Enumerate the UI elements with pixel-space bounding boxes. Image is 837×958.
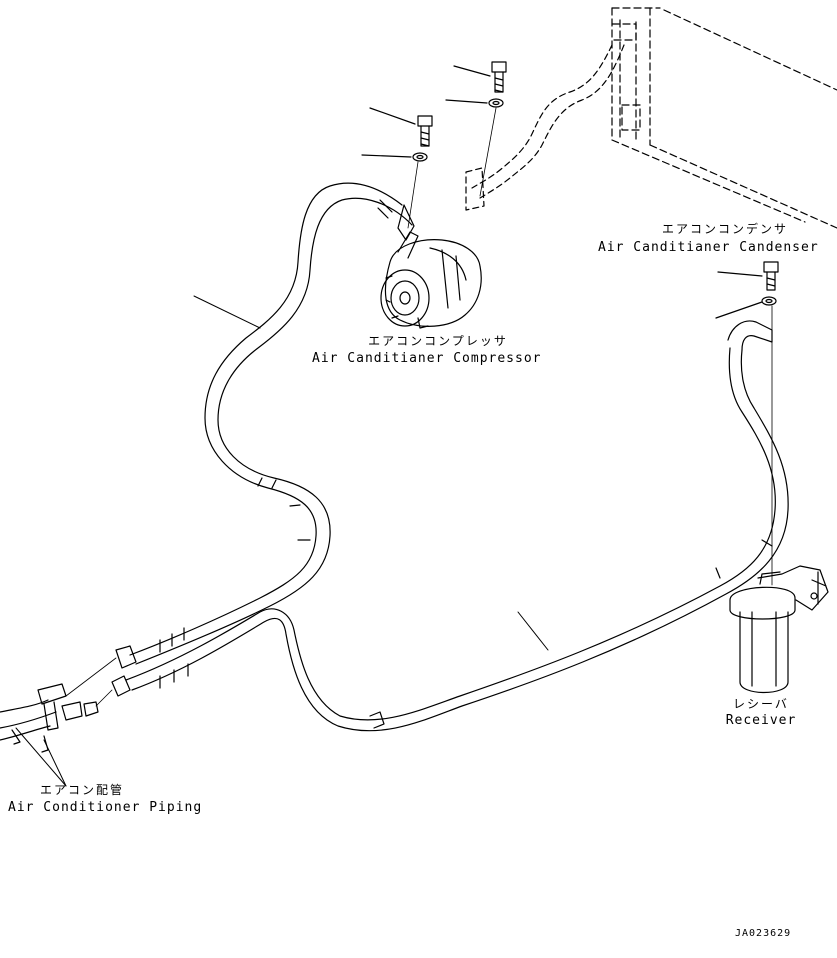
hose-liquid (125, 320, 789, 732)
hose-discharge (129, 182, 415, 665)
bolt-left-top (361, 107, 433, 229)
compressor-label-en: Air Canditianer Compressor (312, 351, 542, 366)
bolt-receiver (715, 261, 779, 586)
condenser (611, 7, 837, 229)
leader-lines (15, 295, 549, 787)
compressor-label-jp: エアコンコンプレッサ (368, 334, 508, 348)
receiver-label-jp: レシーバ (733, 697, 789, 711)
drawing-code: JA023629 (735, 928, 792, 939)
compressor (380, 231, 482, 329)
condenser-label-jp: エアコンコンデンサ (661, 222, 788, 236)
piping-connection (0, 645, 137, 753)
receiver-label-en: Receiver (725, 713, 797, 728)
receiver (729, 565, 829, 693)
bolt-right-top (445, 61, 507, 197)
piping-label-jp: エアコン配管 (40, 783, 125, 797)
condenser-label-en: Air Canditianer Candenser (598, 240, 819, 255)
condenser-pipe (465, 44, 625, 211)
piping-label-en: Air Conditioner Piping (8, 800, 203, 815)
